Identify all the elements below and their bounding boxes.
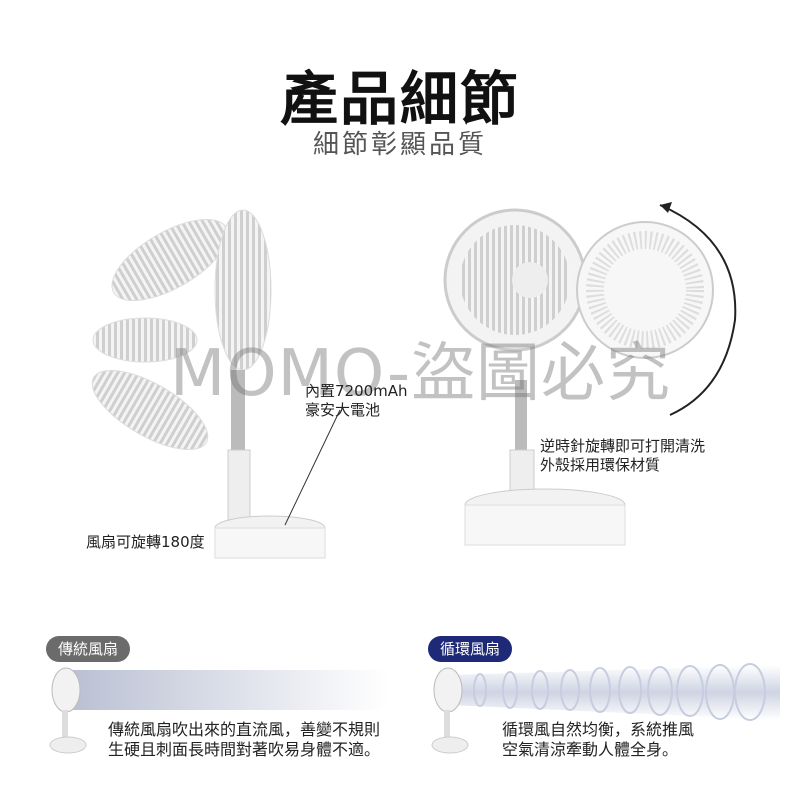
page-title: 產品細節 <box>279 65 520 133</box>
cleaning-label-line1: 逆時針旋轉即可打開清洗 <box>540 437 706 455</box>
watermark: MOMO-盜圖必究 <box>170 337 672 411</box>
circulation-fan-badge: 循環風扇 <box>428 636 513 662</box>
circulation-fan-description: 循環風自然均衡，系統推風 空氣清涼牽動人體全身。 <box>502 720 694 760</box>
battery-label-line1: 內置7200mAh <box>305 382 408 400</box>
circulation-desc-line2: 空氣清涼牽動人體全身。 <box>502 740 679 759</box>
cleaning-label-line2: 外殼採用環保材質 <box>540 456 661 474</box>
left-fan-image <box>91 209 341 559</box>
circulation-fan-airflow <box>431 663 780 754</box>
battery-label: 內置7200mAh 豪安大電池 <box>305 382 408 420</box>
traditional-fan-description: 傳統風扇吹出來的直流風，善變不規則 生硬且刺面長時間對著吹易身體不適。 <box>108 720 380 760</box>
traditional-fan-badge: 傳統風扇 <box>46 636 131 662</box>
traditional-fan-airflow <box>49 667 388 754</box>
page-subtitle: 細節彰顯品質 <box>312 130 487 160</box>
cleaning-label: 逆時針旋轉即可打開清洗 外殼採用環保材質 <box>540 437 705 475</box>
battery-label-line2: 豪安大電池 <box>305 401 381 419</box>
right-fan-image <box>443 202 737 546</box>
rotate-label: 風扇可旋轉180度 <box>86 533 205 551</box>
product-illustrations <box>91 202 737 559</box>
traditional-desc-line2: 生硬且刺面長時間對著吹易身體不適。 <box>108 740 381 759</box>
traditional-desc-line1: 傳統風扇吹出來的直流風，善變不規則 <box>108 720 381 739</box>
airflow-illustrations <box>49 663 780 754</box>
circulation-desc-line1: 循環風自然均衡，系統推風 <box>502 720 695 739</box>
